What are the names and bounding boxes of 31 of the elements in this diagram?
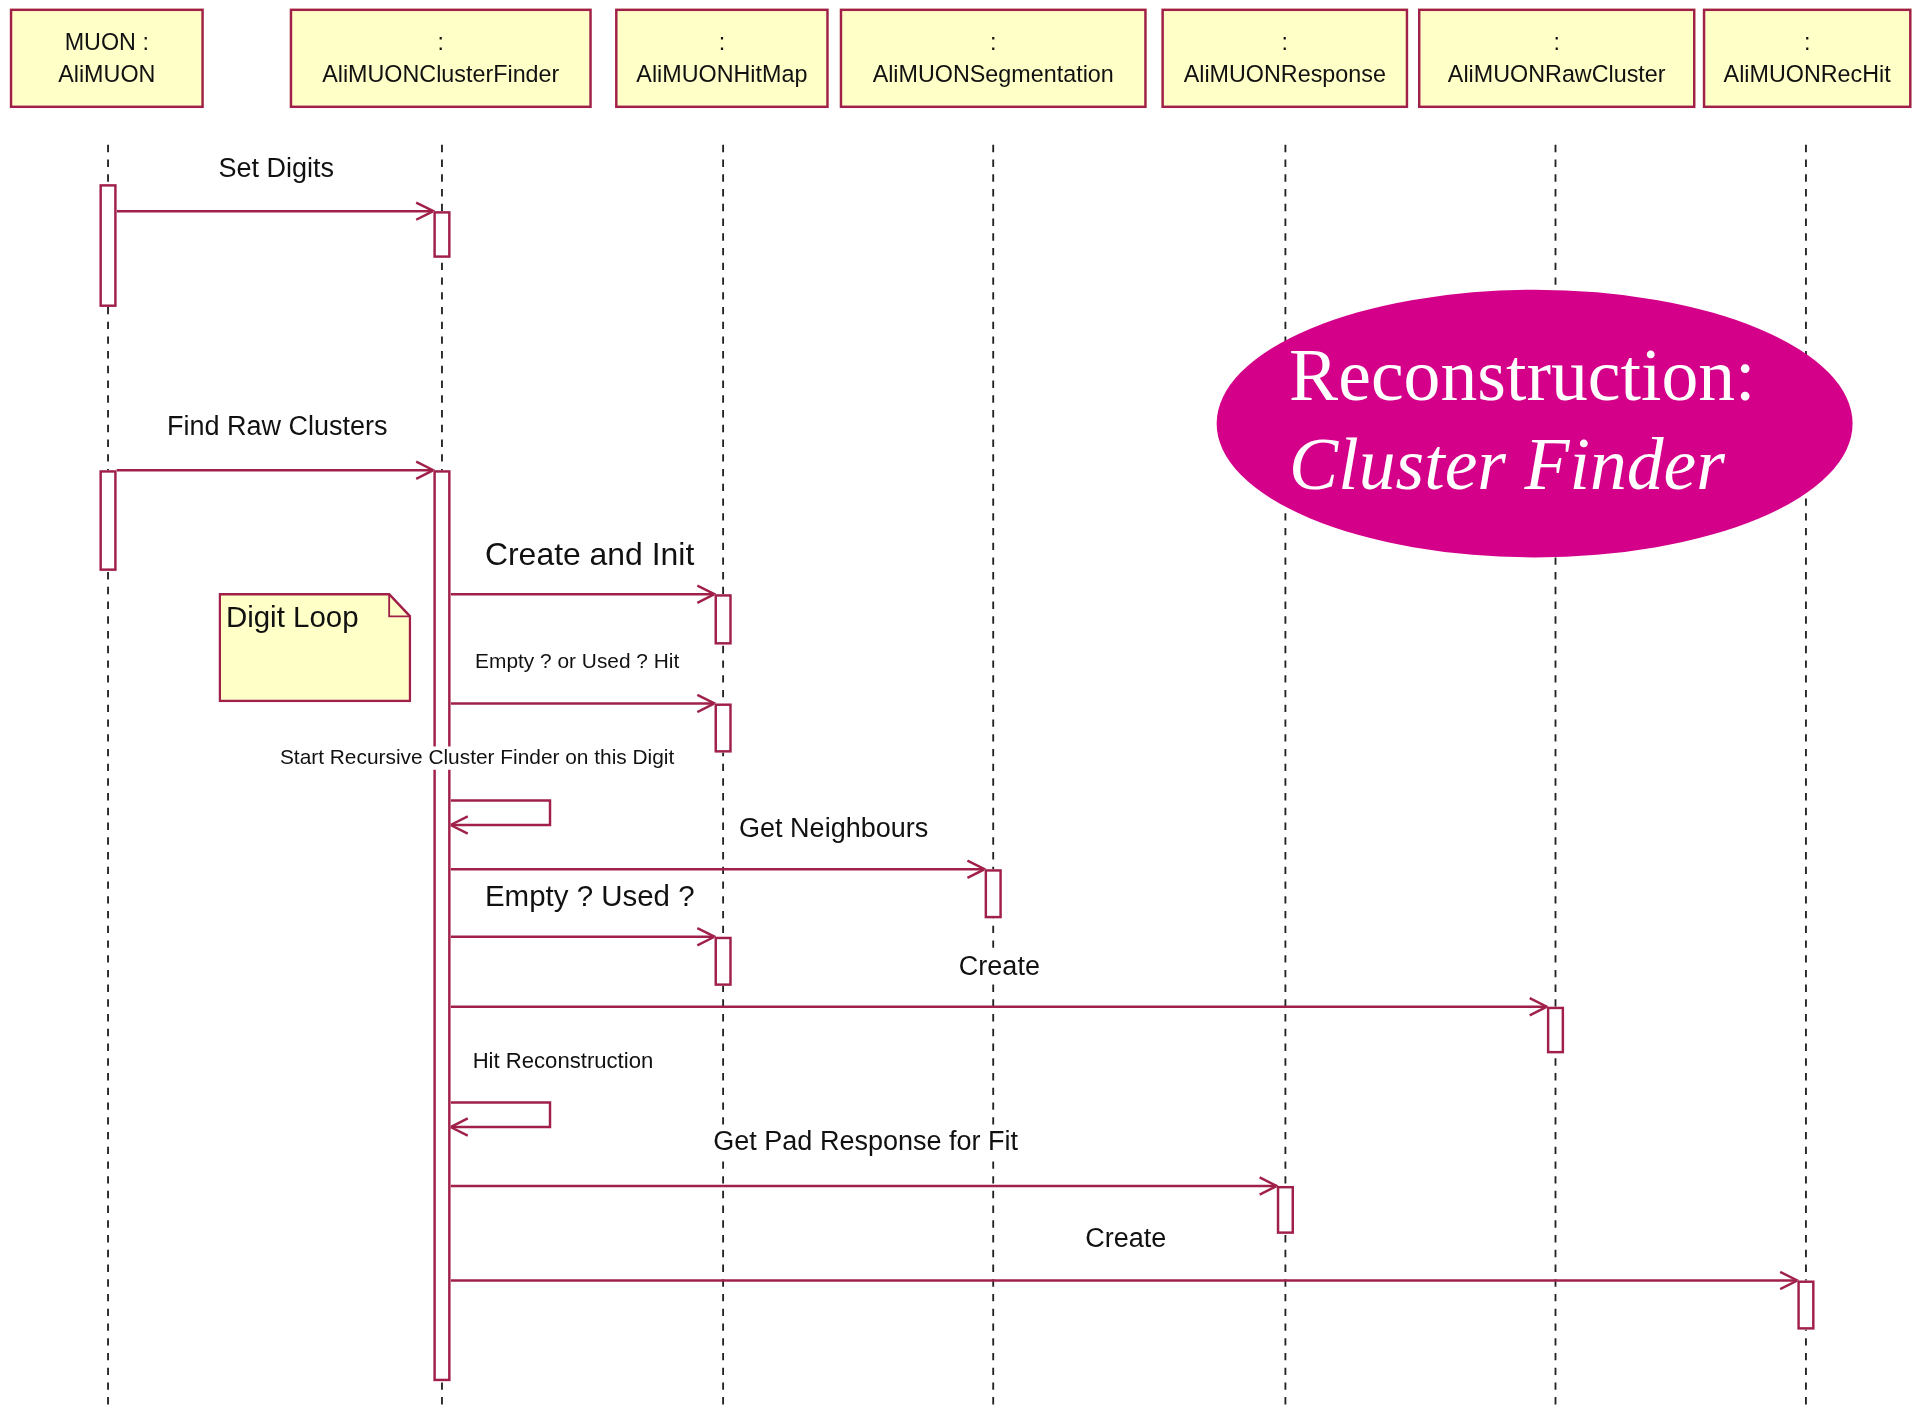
object-box: : AliMUONRecHit xyxy=(1702,8,1912,109)
activation-bar xyxy=(1276,1185,1294,1234)
message-arrow xyxy=(450,926,716,947)
message-arrow xyxy=(450,859,986,880)
object-box: : AliMUONRawCluster xyxy=(1418,8,1696,109)
message-arrow xyxy=(450,996,1549,1017)
object-box: : AliMUONResponse xyxy=(1161,8,1409,109)
object-box: : AliMUONClusterFinder xyxy=(289,8,592,109)
activation-bar xyxy=(99,470,117,571)
activation-bar xyxy=(99,184,117,307)
message-arrow xyxy=(449,1101,552,1137)
note-text: Digit Loop xyxy=(225,600,359,635)
activation-bar xyxy=(984,869,1002,919)
title-ellipse xyxy=(1216,289,1853,558)
activation-bar xyxy=(1797,1280,1815,1330)
message-arrow xyxy=(449,799,552,835)
object-box: : AliMUONHitMap xyxy=(615,8,829,109)
title-text: Reconstruction: Cluster Finder xyxy=(1289,334,1757,507)
message-arrow xyxy=(450,584,716,605)
activation-bar xyxy=(714,594,732,645)
message-arrow xyxy=(116,201,435,221)
message-arrow xyxy=(450,1176,1279,1196)
message-arrow xyxy=(450,693,716,714)
message-arrow xyxy=(450,1270,1799,1291)
activation-bar xyxy=(433,211,451,258)
object-box: : AliMUONSegmentation xyxy=(839,8,1147,109)
activation-bar xyxy=(714,703,732,753)
activation-bar xyxy=(714,936,732,986)
activation-bar xyxy=(1546,1006,1565,1054)
object-box: MUON : AliMUON xyxy=(9,8,204,109)
message-arrow xyxy=(116,460,435,481)
